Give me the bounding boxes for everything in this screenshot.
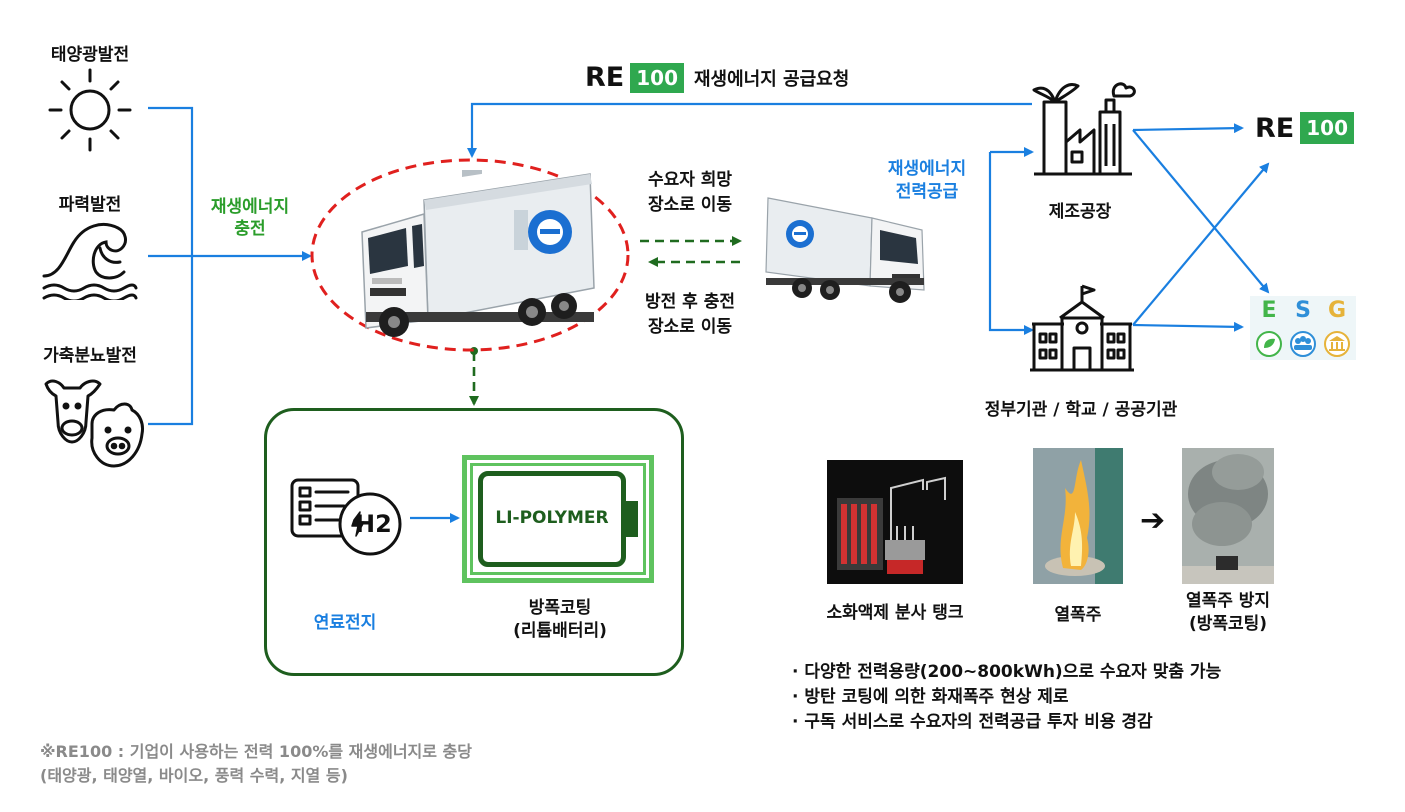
livestock-label: 가축분뇨발전 — [43, 346, 137, 366]
esg-circle-icons — [1256, 331, 1350, 357]
request-arrow — [467, 102, 1032, 158]
public-label: 정부기관 / 학교 / 공공기관 — [984, 400, 1178, 420]
footnote: ※RE100 : 기업이 사용하는 전력 100%를 재생에너지로 충당 (태양… — [40, 742, 472, 785]
supply-label: 재생에너지 전력공급 — [887, 159, 967, 202]
prevention-image — [1182, 448, 1274, 584]
feature-item: · 구독 서비스로 수요자의 전력공급 투자 비용 경감 — [792, 712, 1153, 732]
outcome-re100-badge: 100 — [1300, 112, 1354, 144]
re100-badge: 100 — [630, 62, 684, 93]
arrow-right-icon: ➔ — [1140, 503, 1166, 538]
factory-label: 제조공장 — [1048, 202, 1112, 222]
wave-icon — [42, 223, 138, 300]
sun-icon — [48, 68, 132, 152]
livestock-icon — [44, 379, 144, 468]
prevention-label: 열폭주 방지 (방폭코팅) — [1185, 591, 1271, 634]
extinguisher-tank-image — [827, 460, 963, 584]
battery-middle — [470, 463, 646, 575]
charge-label: 재생에너지 충전 — [210, 197, 290, 239]
request-text: 재생에너지 공급요청 — [693, 68, 850, 90]
esg-e-letter: E — [1261, 298, 1277, 323]
re-logo-text: RE — [585, 62, 625, 93]
movement-arrows — [469, 236, 742, 406]
to-customer-label: 수요자 희망 장소로 이동 — [647, 170, 733, 215]
outcome-arrows — [1132, 123, 1270, 332]
top-re100-request: RE 100 재생에너지 공급요청 — [585, 62, 849, 93]
fuel-cell-icon — [290, 478, 402, 556]
h2-symbol: H2 — [355, 510, 392, 538]
factory-icon — [1032, 82, 1136, 176]
solar-label: 태양광발전 — [50, 45, 130, 65]
feature-list: · 다양한 전력용량(200~800kWh)으로 수요자 맞춤 가능 · 방탄 … — [792, 660, 1221, 735]
esg-s-letter: S — [1295, 298, 1311, 323]
second-truck-image — [765, 197, 925, 303]
esg-g-letter: G — [1327, 298, 1347, 323]
to-charge-label: 방전 후 충전 장소로 이동 — [644, 292, 736, 337]
thermal-label: 열폭주 — [1054, 605, 1102, 625]
outcome-re-text: RE — [1255, 112, 1295, 144]
supply-branch — [988, 147, 1034, 335]
school-icon — [1030, 284, 1134, 372]
tank-label: 소화액제 분사 탱크 — [826, 603, 964, 623]
source-merge-lines — [148, 106, 312, 426]
outcome-re100: RE 100 — [1255, 112, 1354, 144]
esg-badge: E S G — [1250, 296, 1356, 360]
feature-item: · 방탄 코팅에 의한 화재폭주 현상 제로 — [792, 687, 1069, 707]
battery-label: 방폭코팅 (리튬배터리) — [513, 598, 607, 641]
battery-system-box — [264, 408, 684, 676]
wind-label: 파력발전 — [58, 195, 122, 215]
feature-item: · 다양한 전력용량(200~800kWh)으로 수요자 맞춤 가능 — [792, 662, 1222, 682]
main-truck-image — [361, 170, 595, 337]
battery-cell — [478, 471, 626, 567]
battery-text: LI-POLYMER — [495, 508, 609, 528]
fuel-cell-label: 연료전지 — [313, 613, 377, 633]
thermal-runaway-image — [1033, 448, 1123, 584]
battery-outer — [462, 455, 654, 583]
truck-highlight-ellipse — [310, 158, 630, 352]
battery-terminal — [626, 501, 638, 537]
